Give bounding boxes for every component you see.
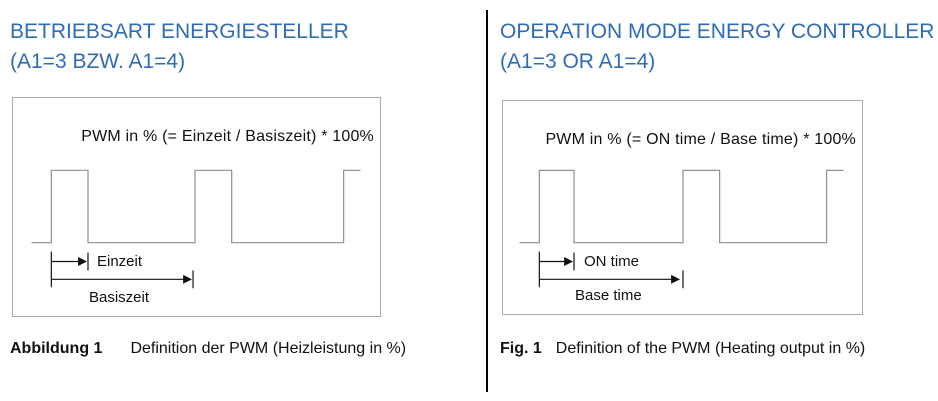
pwm-diagram-english: PWM in % (= ON time / Base time) * 100% …	[502, 100, 863, 315]
on-time-label: ON time	[584, 253, 640, 270]
on-time-arrow	[50, 251, 89, 288]
base-time-arrow	[51, 270, 194, 289]
pwm-diagram-german: PWM in % (= Einzeit / Basiszeit) * 100% …	[12, 97, 381, 317]
section-title-english: OPERATION MODE ENERGY CONTROLLER (A1=3 O…	[500, 17, 934, 77]
base-time-label: Base time	[575, 287, 642, 304]
caption-text: Definition der PWM (Heizleistung in %)	[130, 340, 407, 357]
title-line2: (A1=3 OR A1=4)	[500, 50, 656, 73]
on-time-label: Einzeit	[97, 253, 143, 270]
pwm-waveform-english	[519, 169, 844, 289]
figure-caption-english: Fig. 1 Definition of the PWM (Heating ou…	[500, 340, 865, 358]
panel-german: BETRIEBSART ENERGIESTELLER (A1=3 BZW. A1…	[10, 17, 406, 358]
section-title-german: BETRIEBSART ENERGIESTELLER (A1=3 BZW. A1…	[10, 17, 349, 77]
title-line2: (A1=3 BZW. A1=4)	[10, 50, 186, 73]
title-line1: OPERATION MODE ENERGY CONTROLLER	[500, 20, 935, 43]
column-divider	[486, 10, 488, 392]
panel-english: OPERATION MODE ENERGY CONTROLLER (A1=3 O…	[487, 0, 938, 401]
caption-label: Fig. 1	[500, 340, 542, 357]
caption-label: Abbildung 1	[10, 340, 103, 357]
caption-text: Definition of the PWM (Heating output in…	[555, 340, 866, 357]
pwm-formula: PWM in % (= Einzeit / Basiszeit) * 100%	[81, 128, 374, 145]
figure-caption-german: Abbildung 1 Definition der PWM (Heizleis…	[10, 340, 406, 358]
base-time-label: Basiszeit	[89, 289, 150, 306]
title-line1: BETRIEBSART ENERGIESTELLER	[10, 20, 349, 43]
pwm-waveform-german	[31, 169, 361, 289]
pwm-formula: PWM in % (= ON time / Base time) * 100%	[545, 131, 856, 148]
base-time-arrow	[539, 270, 684, 289]
on-time-arrow	[538, 251, 575, 288]
